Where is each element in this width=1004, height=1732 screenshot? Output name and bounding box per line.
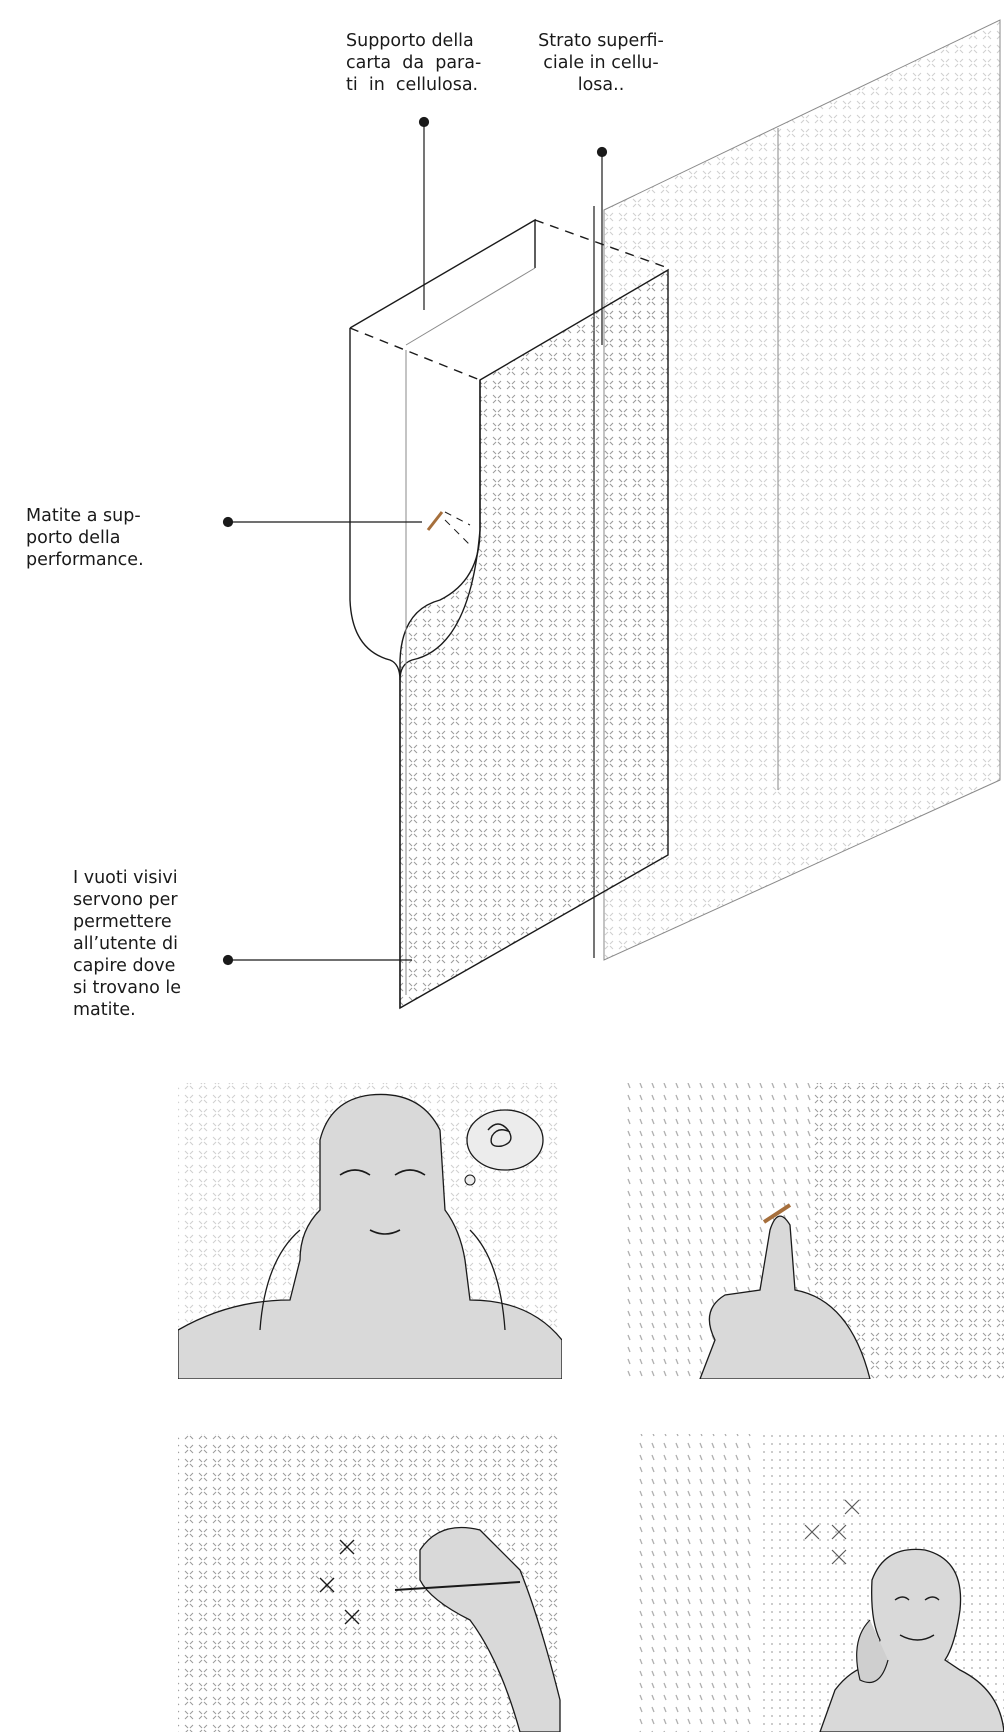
illustration-hand-with-pencil <box>624 1083 1004 1379</box>
pencil-icon <box>428 512 442 530</box>
illustration-man-on-phone <box>634 1434 1004 1732</box>
illustration-hand-drawing <box>178 1434 562 1732</box>
illustration-stressed-person <box>178 1083 562 1379</box>
